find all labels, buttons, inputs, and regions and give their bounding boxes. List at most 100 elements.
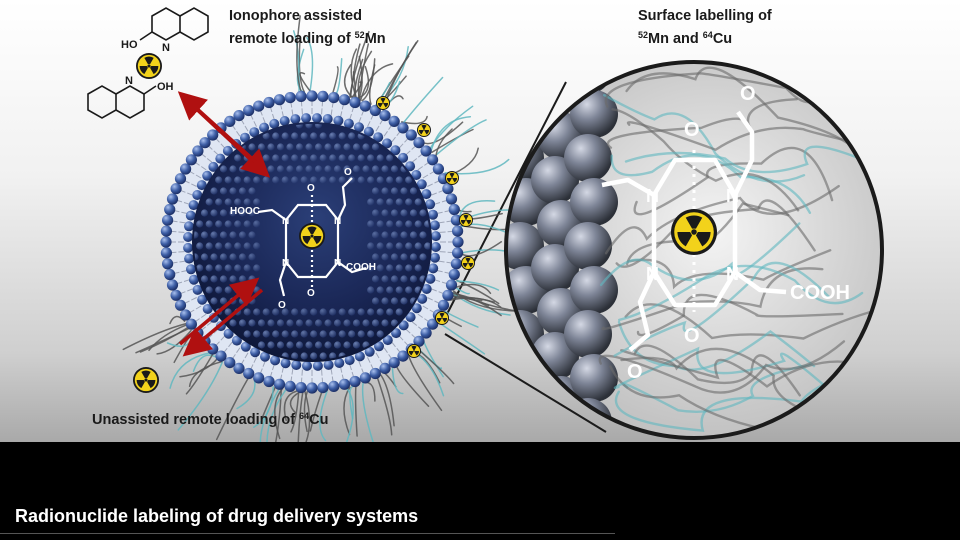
zoom-polymer bbox=[624, 145, 877, 174]
polymer-chain bbox=[444, 310, 479, 328]
zoom-polymer bbox=[636, 293, 844, 337]
polymer-chain bbox=[423, 341, 444, 378]
isotope-mass: 64 bbox=[299, 411, 310, 421]
polymer-chain bbox=[253, 386, 274, 428]
polymer-chain bbox=[364, 381, 376, 402]
surface-label: Surface labelling of 52Mn and 64Cu bbox=[638, 7, 772, 49]
radioactive-icon-small bbox=[435, 311, 449, 325]
polymer-chain bbox=[428, 105, 474, 150]
o-label-zoom: O bbox=[740, 83, 756, 105]
radioactive-icon-small bbox=[445, 171, 459, 185]
cooh-label-zoom: COOH bbox=[790, 282, 850, 304]
polymer-chain bbox=[343, 63, 354, 99]
polymer-chain bbox=[148, 324, 188, 352]
polymer-chain bbox=[456, 279, 500, 305]
polymer-brushes bbox=[122, 15, 539, 442]
oh-label: OH bbox=[157, 81, 174, 93]
isotope-symbol: Cu bbox=[309, 412, 329, 428]
polymer-chain bbox=[345, 387, 354, 442]
polymer-chain bbox=[306, 36, 314, 93]
polymer-chain bbox=[391, 367, 404, 395]
radioactive-icon-small bbox=[417, 123, 431, 137]
ionophore-label-line2: remote loading of bbox=[229, 31, 355, 47]
polymer-chain bbox=[343, 386, 351, 436]
isotope-symbol: Cu bbox=[712, 31, 733, 47]
n-label: N bbox=[162, 42, 170, 54]
polymer-chain bbox=[402, 76, 444, 124]
polymer-chain bbox=[395, 365, 430, 407]
polymer-chain bbox=[457, 209, 472, 213]
polymer-chain bbox=[215, 377, 250, 441]
polymer-chain bbox=[122, 322, 187, 351]
isotope-mass: 52 bbox=[354, 30, 365, 40]
loading-arrows bbox=[177, 91, 271, 357]
polymer-chain bbox=[435, 128, 453, 159]
ho-label: HO bbox=[121, 39, 138, 51]
polymer-chain bbox=[296, 15, 303, 94]
radioactive-icon-small bbox=[376, 96, 390, 110]
zoom-connector-bottom bbox=[444, 333, 607, 433]
hydroxyquinoline-1 bbox=[139, 7, 209, 41]
radioactive-icon bbox=[671, 209, 717, 255]
polymer-chain bbox=[401, 115, 428, 125]
radioactive-icon-small bbox=[461, 256, 475, 270]
caption-divider bbox=[0, 533, 615, 534]
cooh-label-small: COOH bbox=[346, 262, 376, 273]
zoom-polymer bbox=[598, 340, 846, 394]
n-label: N bbox=[125, 75, 133, 87]
polymer-chain bbox=[354, 384, 358, 437]
polymer-chain bbox=[274, 388, 283, 440]
polymer-chain bbox=[283, 390, 298, 422]
polymer-chain bbox=[380, 374, 395, 427]
polymer-chain bbox=[437, 321, 486, 355]
polymer-chain bbox=[259, 387, 281, 442]
radioactive-markers bbox=[133, 53, 717, 393]
polymer-chain bbox=[319, 390, 328, 442]
radioactive-icon-small bbox=[407, 344, 421, 358]
polymer-chain bbox=[297, 390, 304, 442]
surface-label-line1: Surface labelling of bbox=[638, 8, 772, 24]
polymer-chain bbox=[299, 72, 312, 93]
o-label-small: O bbox=[307, 288, 315, 299]
n-label-zoom: N bbox=[726, 186, 739, 206]
polymer-chain bbox=[179, 357, 219, 378]
polymer-chain bbox=[290, 390, 300, 433]
polymer-chain bbox=[331, 66, 339, 95]
n-label-zoom: N bbox=[726, 264, 739, 284]
polymer-chain bbox=[350, 48, 358, 100]
polymer-chain bbox=[266, 388, 287, 442]
polymer-chain bbox=[449, 297, 502, 308]
o-label-small: O bbox=[307, 183, 315, 194]
n-label-small: N bbox=[334, 216, 341, 227]
radioactive-icon-small bbox=[459, 213, 473, 227]
hooc-label-small: HOOC bbox=[230, 206, 260, 217]
polymer-chain bbox=[430, 115, 472, 152]
zoom-polymer bbox=[603, 93, 806, 183]
hydroxyquinoline-2 bbox=[87, 85, 157, 119]
o-label-zoom: O bbox=[684, 119, 700, 141]
polymer-chain bbox=[361, 58, 376, 102]
radioactive-icon bbox=[299, 223, 325, 249]
polymer-chain bbox=[357, 50, 373, 101]
n-label-small: N bbox=[334, 258, 341, 269]
polymer-chain bbox=[361, 382, 374, 442]
zoom-connector-top bbox=[444, 81, 567, 319]
o-label-zoom: O bbox=[627, 361, 643, 383]
illustration: HOOC COOH N N N N O O O O bbox=[0, 0, 960, 442]
n-label-zoom: N bbox=[646, 264, 659, 284]
n-label-small: N bbox=[282, 216, 289, 227]
polymer-chain bbox=[304, 391, 311, 442]
radioactive-icon bbox=[136, 53, 162, 79]
zoom-polymer bbox=[625, 66, 848, 144]
zoom-polymer bbox=[621, 363, 812, 413]
isotope-mass: 52 bbox=[638, 30, 649, 40]
illustration-svg: HOOC COOH N N N N O O O O bbox=[87, 7, 884, 442]
polymer-chain bbox=[456, 280, 500, 291]
zoom-polymer bbox=[620, 347, 817, 417]
zoom-polymer bbox=[613, 261, 831, 357]
inner-leaflet-texture bbox=[194, 124, 430, 360]
polymer-chain bbox=[177, 361, 224, 431]
polymer-chain bbox=[188, 360, 223, 388]
n-label-small: N bbox=[282, 258, 289, 269]
